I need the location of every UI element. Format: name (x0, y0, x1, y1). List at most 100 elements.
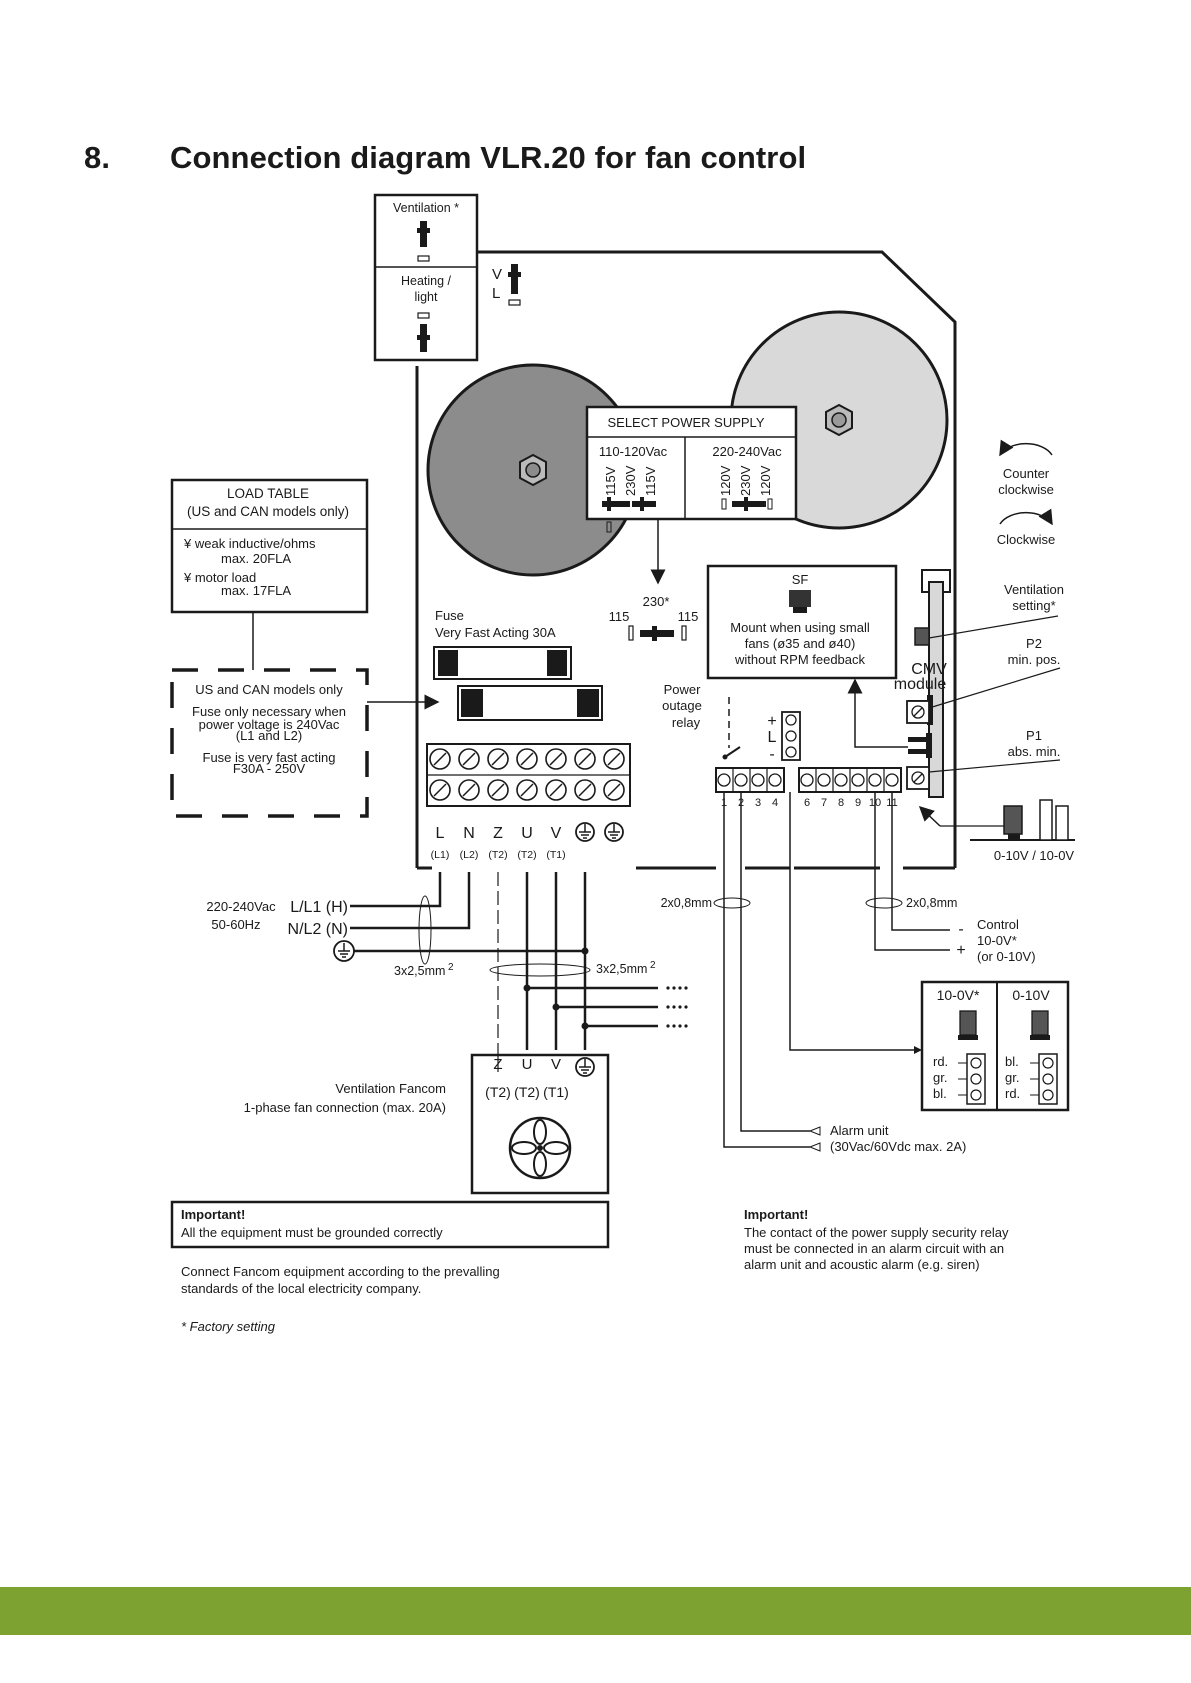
counter-clockwise-label: clockwise (998, 482, 1054, 497)
load-line-4: max. 17FLA (221, 583, 291, 598)
us-note-l2: power voltage is 240Vac (199, 717, 340, 732)
supply-l2-label: N/L2 (N) (288, 921, 348, 938)
supply-ground-icon (333, 940, 355, 962)
important-note-left: Important! All the equipment must be gro… (170, 1200, 610, 1249)
load-line-2: max. 20FLA (221, 551, 291, 566)
supply-l1-label: L/L1 (H) (290, 899, 348, 916)
terminal-sub-T2b: (T2) (517, 849, 536, 861)
terminal-sub-T2a: (T2) (488, 849, 507, 861)
section-title: Connection diagram VLR.20 for fan contro… (170, 140, 807, 175)
cable-2x08-left: 2x0,8mm (661, 896, 712, 910)
terminal-sub-T1: (T1) (546, 849, 565, 861)
right-wire-rd: rd. (1005, 1086, 1020, 1101)
vent-setting-label: Ventilation (1004, 582, 1064, 597)
terminal-V: V (551, 825, 562, 842)
control-label-3: (or 0-10V) (977, 949, 1036, 964)
fan-terminal-V: V (551, 1056, 561, 1073)
terminal-screw-slot (491, 783, 505, 797)
right-nut-icon (825, 403, 853, 437)
connect-note-1: Connect Fancom equipment according to th… (181, 1264, 500, 1279)
terminal-screw-slot (607, 783, 621, 797)
terminal-screw-slot (491, 752, 505, 766)
p1-desc-label: abs. min. (1008, 744, 1061, 759)
fan-terminal-Z: Z (493, 1056, 502, 1073)
terminal-screw-slot (462, 752, 476, 766)
counter-label: Counter (1003, 466, 1050, 481)
us-note-l1: Fuse only necessary when (192, 704, 346, 719)
supply-voltage: 220-240Vac (206, 899, 276, 914)
board-l-label: L (492, 285, 500, 302)
p1-label: P1 (1026, 728, 1042, 743)
cable-sup-left: 2 (448, 962, 454, 973)
important-note-right: Important! The contact of the power supp… (744, 1207, 1009, 1272)
sf-line-3: without RPM feedback (734, 652, 866, 667)
cmv-module-label: module (894, 676, 947, 693)
fan-label-2: 1-phase fan connection (max. 20A) (244, 1100, 446, 1115)
fan-sub-T1: (T1) (543, 1084, 569, 1100)
control-minus: - (958, 921, 963, 938)
fan-sub-T2a: (T2) (485, 1084, 511, 1100)
cable-3x25-right: 3x2,5mm (596, 962, 647, 976)
sf-title: SF (792, 572, 809, 587)
light-label: light (415, 290, 438, 304)
important-right-l2: must be connected in an alarm circuit wi… (744, 1241, 1004, 1256)
control-label-1: Control (977, 917, 1019, 932)
relay-switch-icon (722, 746, 741, 760)
fan-label-1: Ventilation Fancom (335, 1081, 446, 1096)
relay-minus: - (769, 746, 774, 763)
sf-line-2: fans (ø35 and ø40) (745, 636, 856, 651)
left-wire-bl: bl. (933, 1086, 947, 1101)
fuse-type-label: Very Fast Acting 30A (435, 625, 556, 640)
us-note-title: US and CAN models only (195, 682, 343, 697)
important-right-l3: alarm unit and acoustic alarm (e.g. sire… (744, 1257, 980, 1272)
board-v-label: V (492, 266, 502, 283)
voltage-mode-box: 10-0V* 0-10V rd. gr. bl. bl. gr. rd. (920, 980, 1070, 1112)
terminal-sub-L1: (L1) (431, 849, 450, 861)
range-110-120: 110-120Vac (599, 444, 668, 459)
cmv-label: CMV (911, 661, 947, 678)
rotation-arrows: Counter clockwise Clockwise (997, 439, 1056, 547)
terminal-Z: Z (493, 825, 503, 842)
right-label-1: 120V (718, 465, 733, 496)
cmv-module: CMV module (894, 569, 951, 798)
load-table-title: LOAD TABLE (227, 486, 309, 501)
v010-label: 0-10V / 10-0V (994, 848, 1075, 863)
factory-setting-note: * Factory setting (181, 1319, 276, 1334)
ctrl-num-6: 6 (804, 797, 810, 809)
load-line-3: ¥ motor load (183, 570, 256, 585)
left-wire-gr: gr. (933, 1070, 947, 1085)
left-label-1: 115V (603, 466, 618, 496)
footer-band (0, 1587, 1191, 1635)
right-label-3: 120V (758, 465, 773, 496)
select-power-supply-box: SELECT POWER SUPPLY 110-120Vac 220-240Va… (585, 405, 798, 533)
terminal-screw-slot (607, 752, 621, 766)
voltage-module-icon (970, 799, 1075, 841)
control-plus: + (956, 942, 965, 959)
right-label-2: 230V (738, 465, 753, 496)
load-line-1: ¥ weak inductive/ohms (183, 536, 316, 551)
vent-setting-label-2: setting* (1012, 598, 1055, 613)
relay-terminal-block: 1 2 3 4 (715, 767, 785, 809)
alarm-label-2: (30Vac/60Vdc max. 2A) (830, 1139, 966, 1154)
sel-230: 230* (643, 594, 670, 609)
alarm-label-1: Alarm unit (830, 1123, 889, 1138)
relay-label-2: outage (662, 698, 702, 713)
terminal-screw-slot (549, 783, 563, 797)
fan-terminal-U: U (522, 1056, 533, 1073)
us-note-l3: (L1 and L2) (236, 728, 303, 743)
relay-led-connector (781, 711, 801, 761)
sf-line-1: Mount when using small (730, 620, 870, 635)
heating-label: Heating / (401, 274, 452, 288)
terminal-screw-slot (578, 752, 592, 766)
sel-115-left: 115 (609, 609, 630, 624)
fan-unit: Z U V (T2) (T2) (T1) (470, 1050, 610, 1195)
fuse-label: Fuse (435, 608, 464, 623)
clockwise-label: Clockwise (997, 532, 1056, 547)
left-label-3: 115V (643, 466, 658, 496)
control-wiring (874, 792, 950, 951)
sel-115-right: 115 (678, 609, 699, 624)
load-table: LOAD TABLE (US and CAN models only) ¥ we… (170, 478, 369, 614)
control-terminal-block: 6 7 8 9 10 11 (798, 767, 902, 809)
terminal-U: U (521, 825, 533, 842)
terminal-sub-L2: (L2) (460, 849, 479, 861)
